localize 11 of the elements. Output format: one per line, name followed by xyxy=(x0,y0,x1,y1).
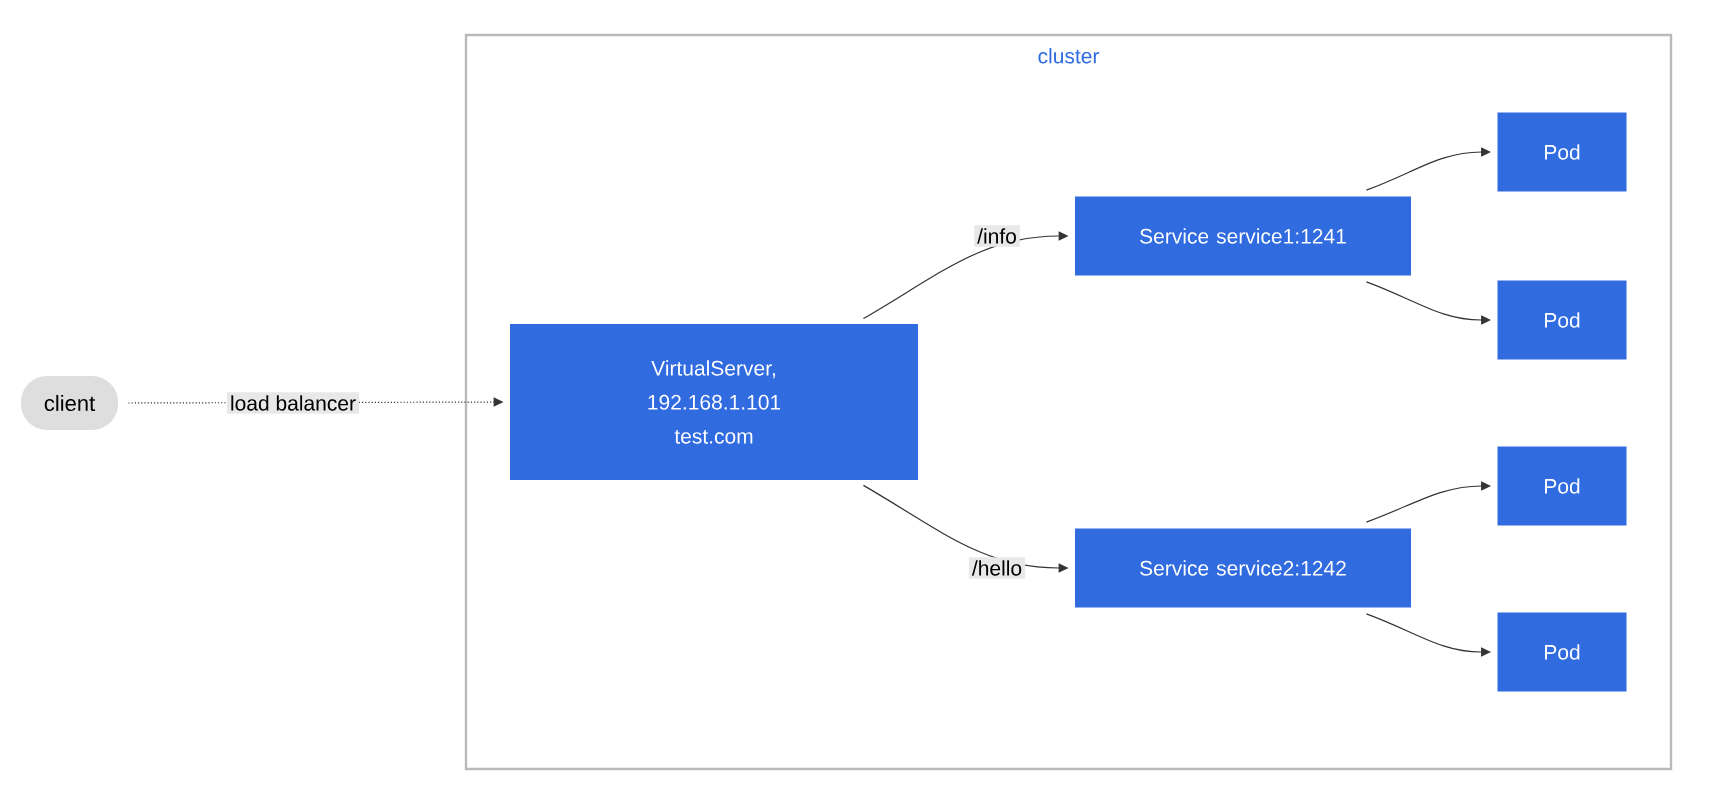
process-box: Pod xyxy=(1497,280,1627,360)
process-box: Pod xyxy=(1497,446,1627,526)
process-box: Service service2:1242 xyxy=(1075,528,1411,608)
client-pill: client xyxy=(21,376,118,430)
edge-label: /hello xyxy=(968,557,1026,579)
edge-label: /info xyxy=(974,225,1020,247)
process-box: Pod xyxy=(1497,112,1627,192)
process-box: Pod xyxy=(1497,612,1627,692)
process-box: VirtualServer, 192.168.1.101 test.com xyxy=(510,324,918,480)
process-box: Service service1:1241 xyxy=(1075,196,1411,276)
edge-label: load balancer xyxy=(226,392,360,414)
